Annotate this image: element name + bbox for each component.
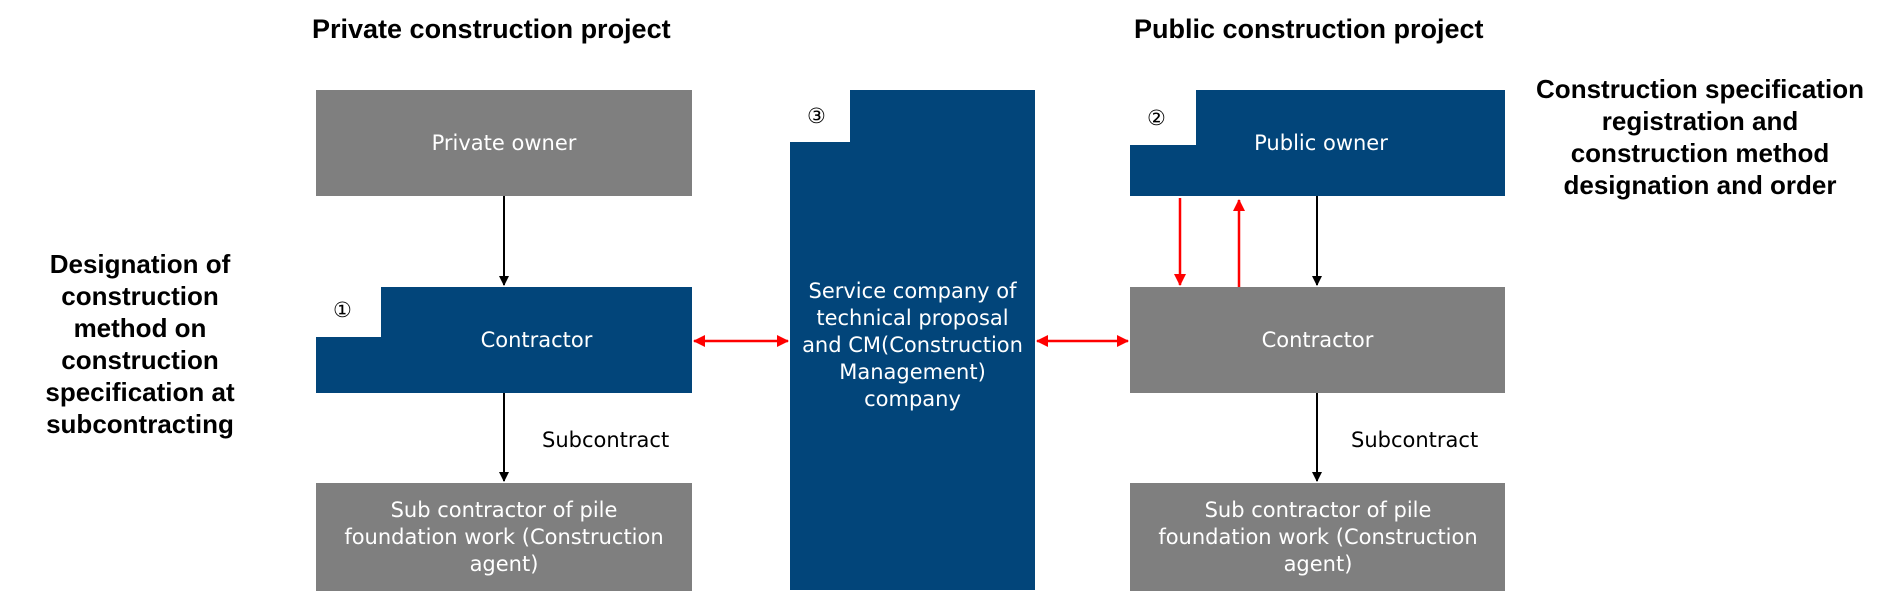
public-owner-box xyxy=(1130,90,1505,196)
left-side-note: Designation of construction method on co… xyxy=(45,249,235,439)
private-owner-label: Private owner xyxy=(431,130,577,155)
public-contractor-box xyxy=(1130,287,1505,393)
private-project-heading: Private construction project xyxy=(312,14,671,44)
marker-one: ① xyxy=(333,298,352,322)
private-contractor-label: Contractor xyxy=(480,327,593,352)
public-subcontract-label: Subcontract xyxy=(1351,428,1479,452)
right-side-note: Construction specification registration … xyxy=(1536,74,1864,200)
service-company-box xyxy=(790,90,1035,590)
public-owner-label: Public owner xyxy=(1254,130,1388,155)
private-sub-label: Sub contractor of pile foundation work (… xyxy=(344,497,664,576)
public-sub-label: Sub contractor of pile foundation work (… xyxy=(1158,497,1478,576)
marker-three: ③ xyxy=(807,104,826,128)
private-owner-box xyxy=(316,90,692,196)
private-contractor-box xyxy=(316,287,692,393)
public-sub-box xyxy=(1130,483,1505,591)
marker-two: ② xyxy=(1147,106,1166,130)
service-company-label: Service company of technical proposal an… xyxy=(802,278,1023,411)
private-subcontract-label: Subcontract xyxy=(542,428,670,452)
public-contractor-label: Contractor xyxy=(1261,327,1374,352)
public-project-heading: Public construction project xyxy=(1134,14,1484,44)
private-sub-box xyxy=(316,483,692,591)
